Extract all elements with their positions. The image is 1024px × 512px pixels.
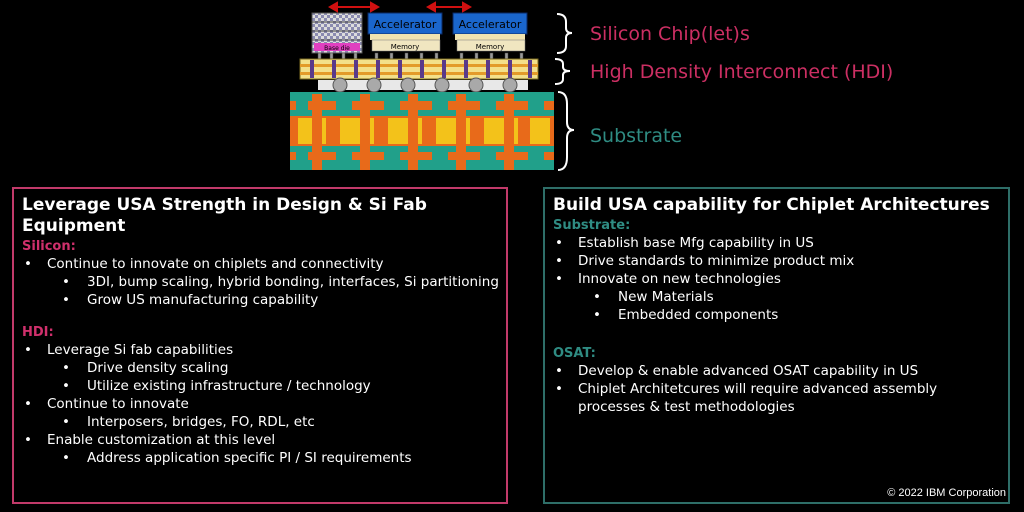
layer-label-silicon: Silicon Chip(let)s bbox=[590, 23, 750, 45]
section-heading-silicon: Silicon: bbox=[22, 239, 76, 254]
list-item: Utilize existing infrastructure / techno… bbox=[14, 377, 506, 395]
section-heading-osat: OSAT: bbox=[553, 346, 596, 361]
base-die-stack: Base die bbox=[311, 12, 363, 54]
layer-label-hdi: High Density Interconnect (HDI) bbox=[590, 61, 894, 83]
hdi-interposer bbox=[299, 58, 539, 80]
list-item: Chiplet Architetcures will require advan… bbox=[545, 380, 1008, 416]
substrate bbox=[290, 92, 554, 170]
section-heading-hdi: HDI: bbox=[22, 325, 54, 340]
list-item: Develop & enable advanced OSAT capabilit… bbox=[545, 362, 1008, 380]
memory-label-1: Memory bbox=[391, 43, 419, 51]
c4-bumps bbox=[318, 77, 528, 93]
osat-list: Develop & enable advanced OSAT capabilit… bbox=[545, 362, 1008, 416]
layer-brackets bbox=[554, 13, 575, 171]
list-item: Continue to innovate bbox=[14, 395, 506, 413]
accelerator-label-2: Accelerator bbox=[459, 18, 522, 31]
micro-bumps bbox=[317, 52, 524, 60]
list-item: Establish base Mfg capability in US bbox=[545, 234, 1008, 252]
hdi-list: Leverage Si fab capabilities Drive densi… bbox=[14, 341, 506, 467]
design-fab-panel: Leverage USA Strength in Design & Si Fab… bbox=[12, 187, 508, 504]
layer-label-substrate: Substrate bbox=[590, 125, 683, 147]
list-item: Drive density scaling bbox=[14, 359, 506, 377]
memory-label-2: Memory bbox=[476, 43, 504, 51]
copyright-notice: © 2022 IBM Corporation bbox=[887, 487, 1006, 499]
list-item: Continue to innovate on chiplets and con… bbox=[14, 255, 506, 273]
package-cross-section-diagram: Base die Accelerator Memory Accelerator … bbox=[290, 1, 575, 171]
list-item: New Materials bbox=[545, 288, 1008, 306]
section-heading-substrate: Substrate: bbox=[553, 218, 631, 233]
substrate-list: Establish base Mfg capability in US Driv… bbox=[545, 234, 1008, 324]
panel-title: Leverage USA Strength in Design & Si Fab… bbox=[22, 195, 427, 236]
chiplet-architecture-panel: Build USA capability for Chiplet Archite… bbox=[543, 187, 1010, 504]
silicon-list: Continue to innovate on chiplets and con… bbox=[14, 255, 506, 309]
list-item: Grow US manufacturing capability bbox=[14, 291, 506, 309]
accelerator-chip-1: Accelerator Memory bbox=[367, 12, 443, 52]
accelerator-label-1: Accelerator bbox=[374, 18, 437, 31]
list-item: Embedded components bbox=[545, 306, 1008, 324]
list-item: Enable customization at this level bbox=[14, 431, 506, 449]
list-item: 3DI, bump scaling, hybrid bonding, inter… bbox=[14, 273, 506, 291]
panel-title: Build USA capability for Chiplet Archite… bbox=[553, 195, 990, 215]
list-item: Interposers, bridges, FO, RDL, etc bbox=[14, 413, 506, 431]
list-item: Leverage Si fab capabilities bbox=[14, 341, 506, 359]
accelerator-chip-2: Accelerator Memory bbox=[452, 12, 528, 52]
list-item: Drive standards to minimize product mix bbox=[545, 252, 1008, 270]
list-item: Address application specific PI / SI req… bbox=[14, 449, 506, 467]
base-die-label: Base die bbox=[324, 45, 350, 52]
list-item: Innovate on new technologies bbox=[545, 270, 1008, 288]
width-arrows bbox=[327, 1, 473, 13]
